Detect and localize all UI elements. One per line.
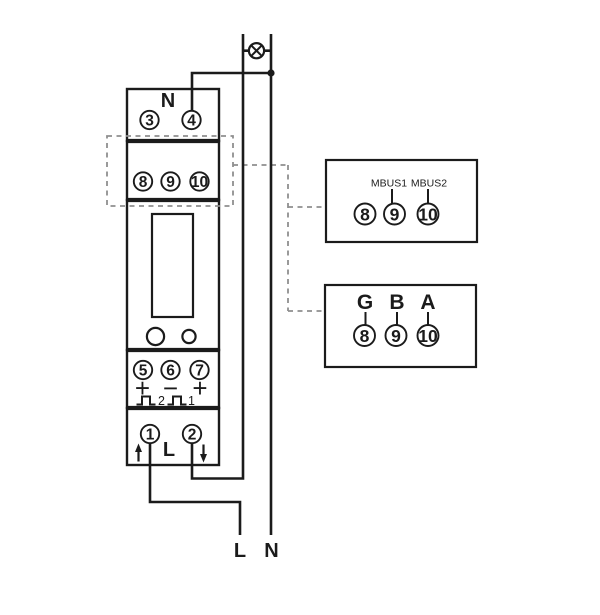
rs485-a-label: A <box>420 291 435 314</box>
rs485-terminal-8 <box>353 324 376 347</box>
meter-line-terminals: 1 2 L <box>135 423 207 463</box>
terminal-3 <box>139 109 160 131</box>
terminal-10 <box>189 171 210 192</box>
mbus1-label: MBUS1 <box>371 178 407 190</box>
junction-dot <box>267 69 275 77</box>
rs485-terminal-9 <box>384 324 408 347</box>
pulse-output-1-label: 1 <box>188 394 195 408</box>
meter-comm-terminals: 8 9 10 <box>132 171 210 192</box>
arrow-up-icon <box>135 443 142 462</box>
rs485-terminal-8-label: 8 <box>360 326 370 346</box>
mbus-terminal-8 <box>353 202 377 226</box>
wiring <box>148 34 275 535</box>
rs485-terminal-9-label: 9 <box>391 326 401 346</box>
meter-pulse-terminals: 5 6 7 + − + 2 1 <box>132 359 210 408</box>
rs485-g-label: G <box>357 291 373 314</box>
rs485-terminal-10-label: 10 <box>418 326 438 346</box>
lamp-cross <box>250 44 263 57</box>
terminal-4-label: 4 <box>187 113 196 130</box>
terminal-3-label: 3 <box>145 113 154 130</box>
comm-dashed-outline <box>106 135 234 207</box>
mbus-terminal-10 <box>416 202 440 226</box>
button-small <box>181 328 197 345</box>
mbus-box-outline <box>324 158 479 244</box>
arrow-down-icon <box>200 444 207 463</box>
supply-neutral-label: N <box>264 540 278 562</box>
comm-option-links <box>106 135 326 312</box>
mbus2-label: MBUS2 <box>411 178 447 190</box>
terminal-9-label: 9 <box>166 174 175 191</box>
terminal-10-label: 10 <box>191 174 208 191</box>
terminal-2-label: 2 <box>188 427 197 444</box>
pulse-icon <box>167 395 187 406</box>
mbus-terminal-8-label: 8 <box>360 204 370 224</box>
terminal-1-label: 1 <box>146 427 155 444</box>
rs485-b-label: B <box>389 291 404 314</box>
lcd-display <box>150 212 195 319</box>
terminal-6-label: 6 <box>166 363 175 380</box>
mbus-terminal-10-label: 10 <box>418 204 438 224</box>
meter-neutral-terminals: N 3 4 <box>139 90 202 131</box>
terminal-6 <box>160 359 181 381</box>
mbus-option-box: MBUS1 MBUS2 8 9 10 <box>324 158 479 244</box>
mbus-terminal-9 <box>383 202 406 226</box>
polarity-minus: − <box>163 373 178 403</box>
terminal-8-label: 8 <box>139 174 148 191</box>
pulse-output-2-label: 2 <box>158 394 165 408</box>
supply-labels: L N <box>234 540 279 562</box>
terminal-5 <box>132 359 154 381</box>
terminal2-load-wire <box>190 34 245 480</box>
terminal-7-label: 7 <box>195 363 204 380</box>
rs485-option-box: G B A 8 9 10 <box>323 283 478 369</box>
terminal-4 <box>181 109 202 131</box>
terminal-1 <box>139 423 161 445</box>
meter-neutral-label: N <box>161 90 175 112</box>
pulse-icon <box>136 395 156 406</box>
terminal-2 <box>181 423 203 445</box>
terminal-7 <box>189 359 210 381</box>
button-large <box>145 326 166 347</box>
terminal-8 <box>132 171 154 192</box>
terminal1-line-wire <box>148 443 242 535</box>
polarity-plus-right: + <box>192 373 207 403</box>
terminal4-neutral-wire <box>190 71 271 111</box>
terminal-9 <box>160 171 181 192</box>
terminal-5-label: 5 <box>139 363 148 380</box>
meter-display <box>145 212 197 347</box>
supply-line-label: L <box>234 540 246 562</box>
rs485-terminal-10 <box>416 324 440 347</box>
lamp-icon <box>247 42 266 60</box>
mbus-terminal-9-label: 9 <box>390 204 400 224</box>
meter-line-label: L <box>163 439 175 461</box>
